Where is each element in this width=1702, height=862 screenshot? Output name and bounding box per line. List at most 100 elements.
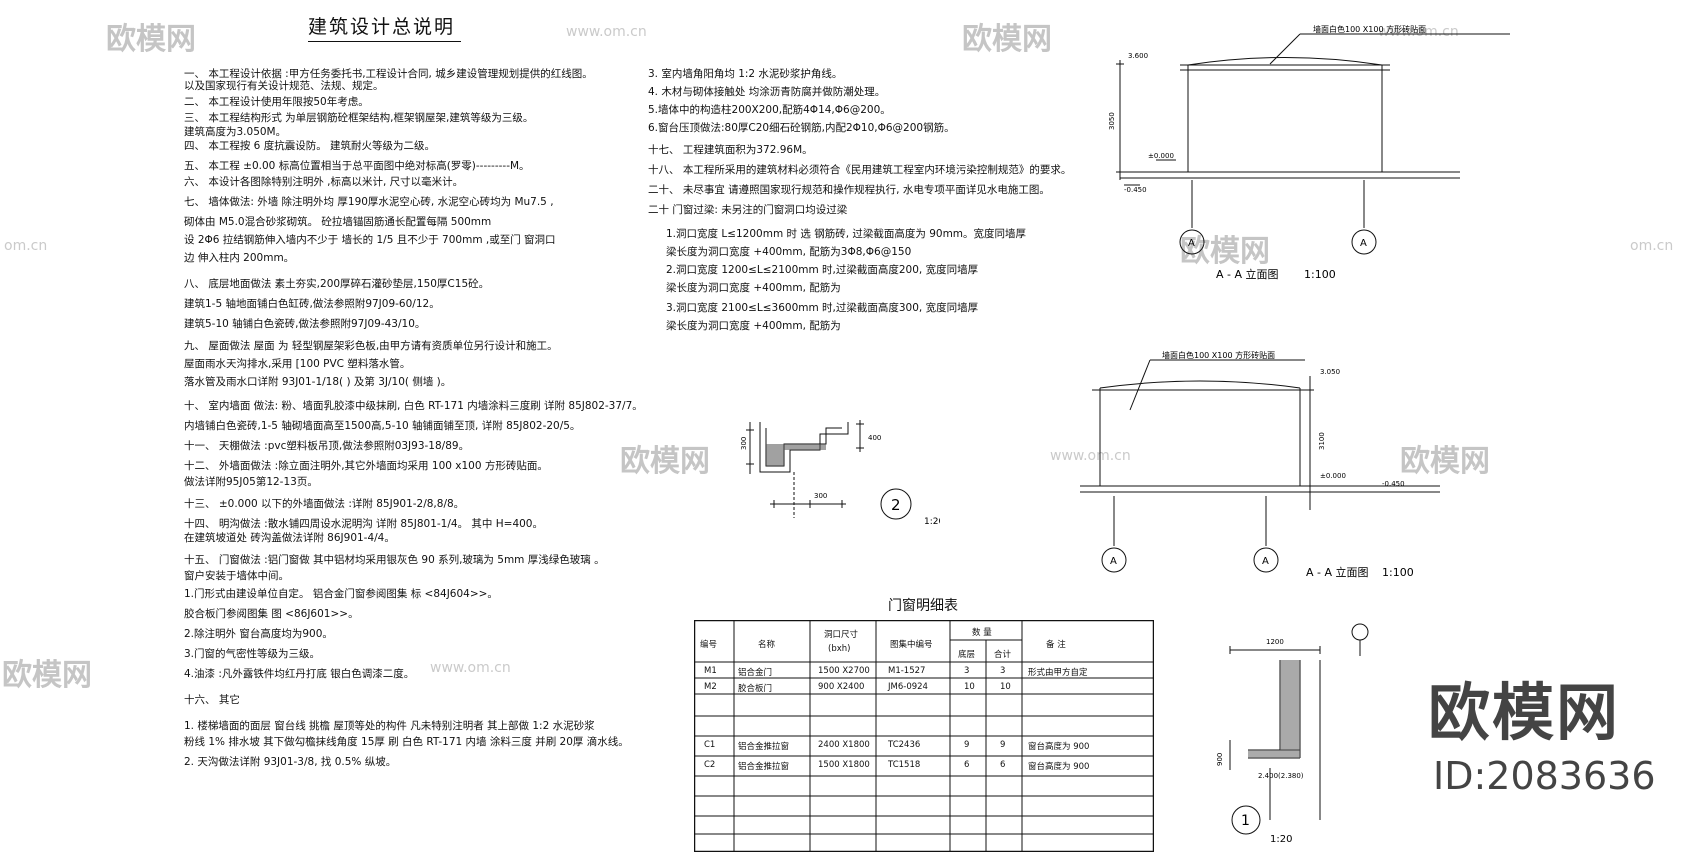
watermark: 欧模网 — [2, 658, 92, 693]
dim-label: -0.450 — [1124, 186, 1147, 194]
table-cell: 6 — [964, 760, 970, 770]
table-cell: 6 — [1000, 760, 1006, 770]
note-line: 梁长度为洞口宽度 +400mm, 配筋为3Φ8,Φ6@150 — [666, 246, 912, 258]
design-notes-left: 一、 本工程设计依据 :甲方任务委托书,工程设计合同, 城乡建设管理规划提供的红… — [184, 68, 744, 848]
detail-scale: 1:20 — [924, 517, 940, 527]
detail-scale: 1:20 — [1270, 834, 1292, 845]
note-line: 四、 本工程按 6 度抗震设防。 建筑耐火等级为二级。 — [184, 140, 436, 152]
note-line: 3.门窗的气密性等级为三级。 — [184, 648, 321, 660]
note-line: 二十、 未尽事宜 请遵照国家现行规范和操作规程执行, 水电专项平面详见水电施工图… — [648, 184, 1050, 196]
table-cell: 10 — [1000, 682, 1011, 692]
note-line: 建筑1-5 轴地面铺白色缸砖,做法参照附97J09-60/12。 — [184, 298, 440, 310]
watermark-url: om.cn — [1630, 238, 1674, 254]
window-door-table — [694, 620, 1154, 852]
note-line: 十一、 天棚做法 :pvc塑料板吊顶,做法参照附03J93-18/89。 — [184, 440, 470, 452]
table-cell: 10 — [964, 682, 975, 692]
watermark: 欧模网 — [962, 22, 1052, 57]
note-line: 落水管及雨水口详附 93J01-1/18( ) 及第 3J/10( 侧墙 )。 — [184, 376, 452, 388]
dim-label: ±0.000 — [1148, 152, 1174, 160]
dim-label: 300 — [814, 492, 827, 500]
elevation-top-drawing: 墙面白色100 X100 方形砖贴面 3.600 ±0.000 -0.450 3… — [1108, 24, 1510, 280]
table-cell: 胶合板门 — [738, 684, 773, 694]
table-header: 合计 — [994, 650, 1012, 660]
table-cell: 3 — [1000, 666, 1006, 676]
note-line: 设 2Φ6 拉结钢筋伸入墙内不少于 墙长的 1/5 且不少于 700mm ,或至… — [184, 234, 556, 246]
note-line: 1.门形式由建设单位自定。 铝合金门窗参阅图集 标 <84J604>>。 — [184, 588, 498, 600]
table-cell: 900 X2400 — [818, 682, 865, 692]
table-cell: TC1518 — [888, 760, 921, 770]
table-header: (bxh) — [828, 644, 851, 654]
note-line: 以及国家现行有关设计规范、法规、规定。 — [184, 80, 384, 92]
table-cell: 1500 X1800 — [818, 760, 870, 770]
brand-logo-id: ID:2083636 — [1433, 754, 1656, 798]
note-line: 八、 底层地面做法 素土夯实,200厚碎石灌砂垫层,150厚C15砼。 — [184, 278, 490, 290]
note-line: 三、 本工程结构形式 为单层钢筋砼框架结构,框架钢屋架,建筑等级为三级。 — [184, 112, 534, 124]
axis-label: A — [1188, 238, 1195, 249]
note-line: 5.墙体中的构造柱200X200,配筋4Φ14,Φ6@200。 — [648, 104, 891, 116]
table-header: 图集中编号 — [890, 640, 933, 650]
note-line: 六、 本设计各图除特别注明外 ,标高以米计, 尺寸以毫米计。 — [184, 176, 464, 188]
elevation-label: A - A 立面图 — [1306, 565, 1369, 579]
dim-label: 1200 — [1266, 638, 1284, 646]
note-line: 十、 室内墙面 做法: 粉、墙面乳胶漆中级抹刷, 白色 RT-171 内墙涂料三… — [184, 400, 643, 412]
dim-label: ±0.000 — [1320, 472, 1346, 480]
table-header: 洞口尺寸 — [824, 630, 859, 640]
dim-label: 3050 — [1108, 112, 1116, 130]
watermark-url: www.om.cn — [566, 24, 647, 40]
note-line: 屋面雨水天沟排水,采用 [100 PVC 塑料落水管。 — [184, 358, 411, 370]
note-line: 梁长度为洞口宽度 +400mm, 配筋为 — [666, 320, 841, 332]
finish-note: 墙面白色100 X100 方形砖贴面 — [1162, 350, 1275, 360]
detail-1-drawing: 1200 2.400(2.380) 900 1 1:20 — [1216, 623, 1369, 845]
note-line: 2.除注明外 窗台高度均为900。 — [184, 628, 333, 640]
note-line: 1. 楼梯墙面的面层 窗台线 挑檐 屋顶等处的构件 凡未特别注明者 其上部做 1… — [184, 720, 595, 732]
elevation-scale: 1:100 — [1304, 268, 1336, 280]
dim-label: 3100 — [1318, 432, 1326, 450]
note-line: 九、 屋面做法 屋面 为 轻型钢屋架彩色板,由甲方请有资质单位另行设计和施工。 — [184, 340, 558, 352]
note-line: 一、 本工程设计依据 :甲方任务委托书,工程设计合同, 城乡建设管理规划提供的红… — [184, 68, 593, 80]
elevation-scale: 1:100 — [1382, 566, 1414, 579]
table-cell: 9 — [1000, 740, 1006, 750]
note-line: 1.洞口宽度 L≤1200mm 时 选 钢筋砖, 过梁截面高度为 90mm。宽度… — [666, 228, 1027, 240]
note-line: 2. 天沟做法详附 93J01-3/8, 找 0.5% 纵坡。 — [184, 756, 397, 768]
table-header: 备 注 — [1046, 640, 1066, 650]
note-line: 粉线 1% 排水坡 其下做勾檐抹线角度 15厚 刷 白色 RT-171 内墙 涂… — [184, 736, 629, 748]
note-line: 在建筑坡道处 砖沟盖做法详附 86J901-4/4。 — [184, 532, 395, 544]
watermark-url: om.cn — [4, 238, 48, 254]
table-header: 数 量 — [972, 628, 992, 638]
detail-2-drawing: 300 400 300 2 1:20 — [740, 420, 940, 527]
note-line: 建筑5-10 轴铺白色瓷砖,做法参照附97J09-43/10。 — [184, 318, 426, 330]
page-title: 建筑设计总说明 — [308, 12, 462, 42]
table-cell: 1500 X2700 — [818, 666, 870, 676]
table-title: 门窗明细表 — [888, 598, 958, 614]
table-cell: 铝合金门 — [738, 668, 773, 678]
note-line: 十二、 外墙面做法 :除立面注明外,其它外墙面均采用 100 x100 方形砖贴… — [184, 460, 548, 472]
table-cell: 窗台高度为 900 — [1028, 742, 1090, 752]
dim-label: 400 — [868, 434, 881, 442]
table-cell: 9 — [964, 740, 970, 750]
axis-label: A — [1110, 556, 1117, 567]
note-line: 3. 室内墙角阳角均 1:2 水泥砂浆护角线。 — [648, 68, 843, 80]
note-line: 砌体由 M5.0混合砂浆砌筑。 砼拉墙锚固筋通长配置每隔 500mm — [184, 216, 492, 228]
note-line: 3.洞口宽度 2100≤L≤3600mm 时,过梁截面高度300, 宽度同墙厚 — [666, 302, 979, 314]
note-line: 梁长度为洞口宽度 +400mm, 配筋为 — [666, 282, 841, 294]
note-line: 内墙铺白色瓷砖,1-5 轴砌墙面高至1500高,5-10 轴铺面铺至顶, 详附 … — [184, 420, 581, 432]
table-cell: 2400 X1800 — [818, 740, 870, 750]
table-cell: 铝合金推拉窗 — [738, 742, 790, 752]
table-cell: 3 — [964, 666, 970, 676]
detail-number: 2 — [891, 496, 901, 514]
note-line: 窗户安装于墙体中间。 — [184, 570, 289, 582]
watermark-url: www.om.cn — [1378, 24, 1459, 40]
elevation-label: A - A 立面图 — [1216, 267, 1279, 280]
table-cell: 铝合金推拉窗 — [738, 762, 790, 772]
note-line: 胶合板门参阅图集 图 <86J601>>。 — [184, 608, 359, 620]
table-cell: 形式由甲方自定 — [1028, 668, 1088, 678]
table-header: 底层 — [958, 650, 976, 660]
note-line: 十八、 本工程所采用的建筑材料必须符合《民用建筑工程室内环境污染控制规范》的要求… — [648, 164, 1072, 176]
dim-label: 300 — [740, 437, 748, 450]
note-line: 十五、 门窗做法 :铝门窗做 其中铝材均采用银灰色 90 系列,玻璃为 5mm … — [184, 554, 605, 566]
table-cell: C1 — [704, 740, 716, 750]
table-header: 编号 — [700, 640, 718, 650]
table-cell: M1 — [704, 666, 717, 676]
brand-logo: 欧模网 — [1428, 676, 1621, 749]
dim-label: 3.600 — [1128, 52, 1148, 60]
